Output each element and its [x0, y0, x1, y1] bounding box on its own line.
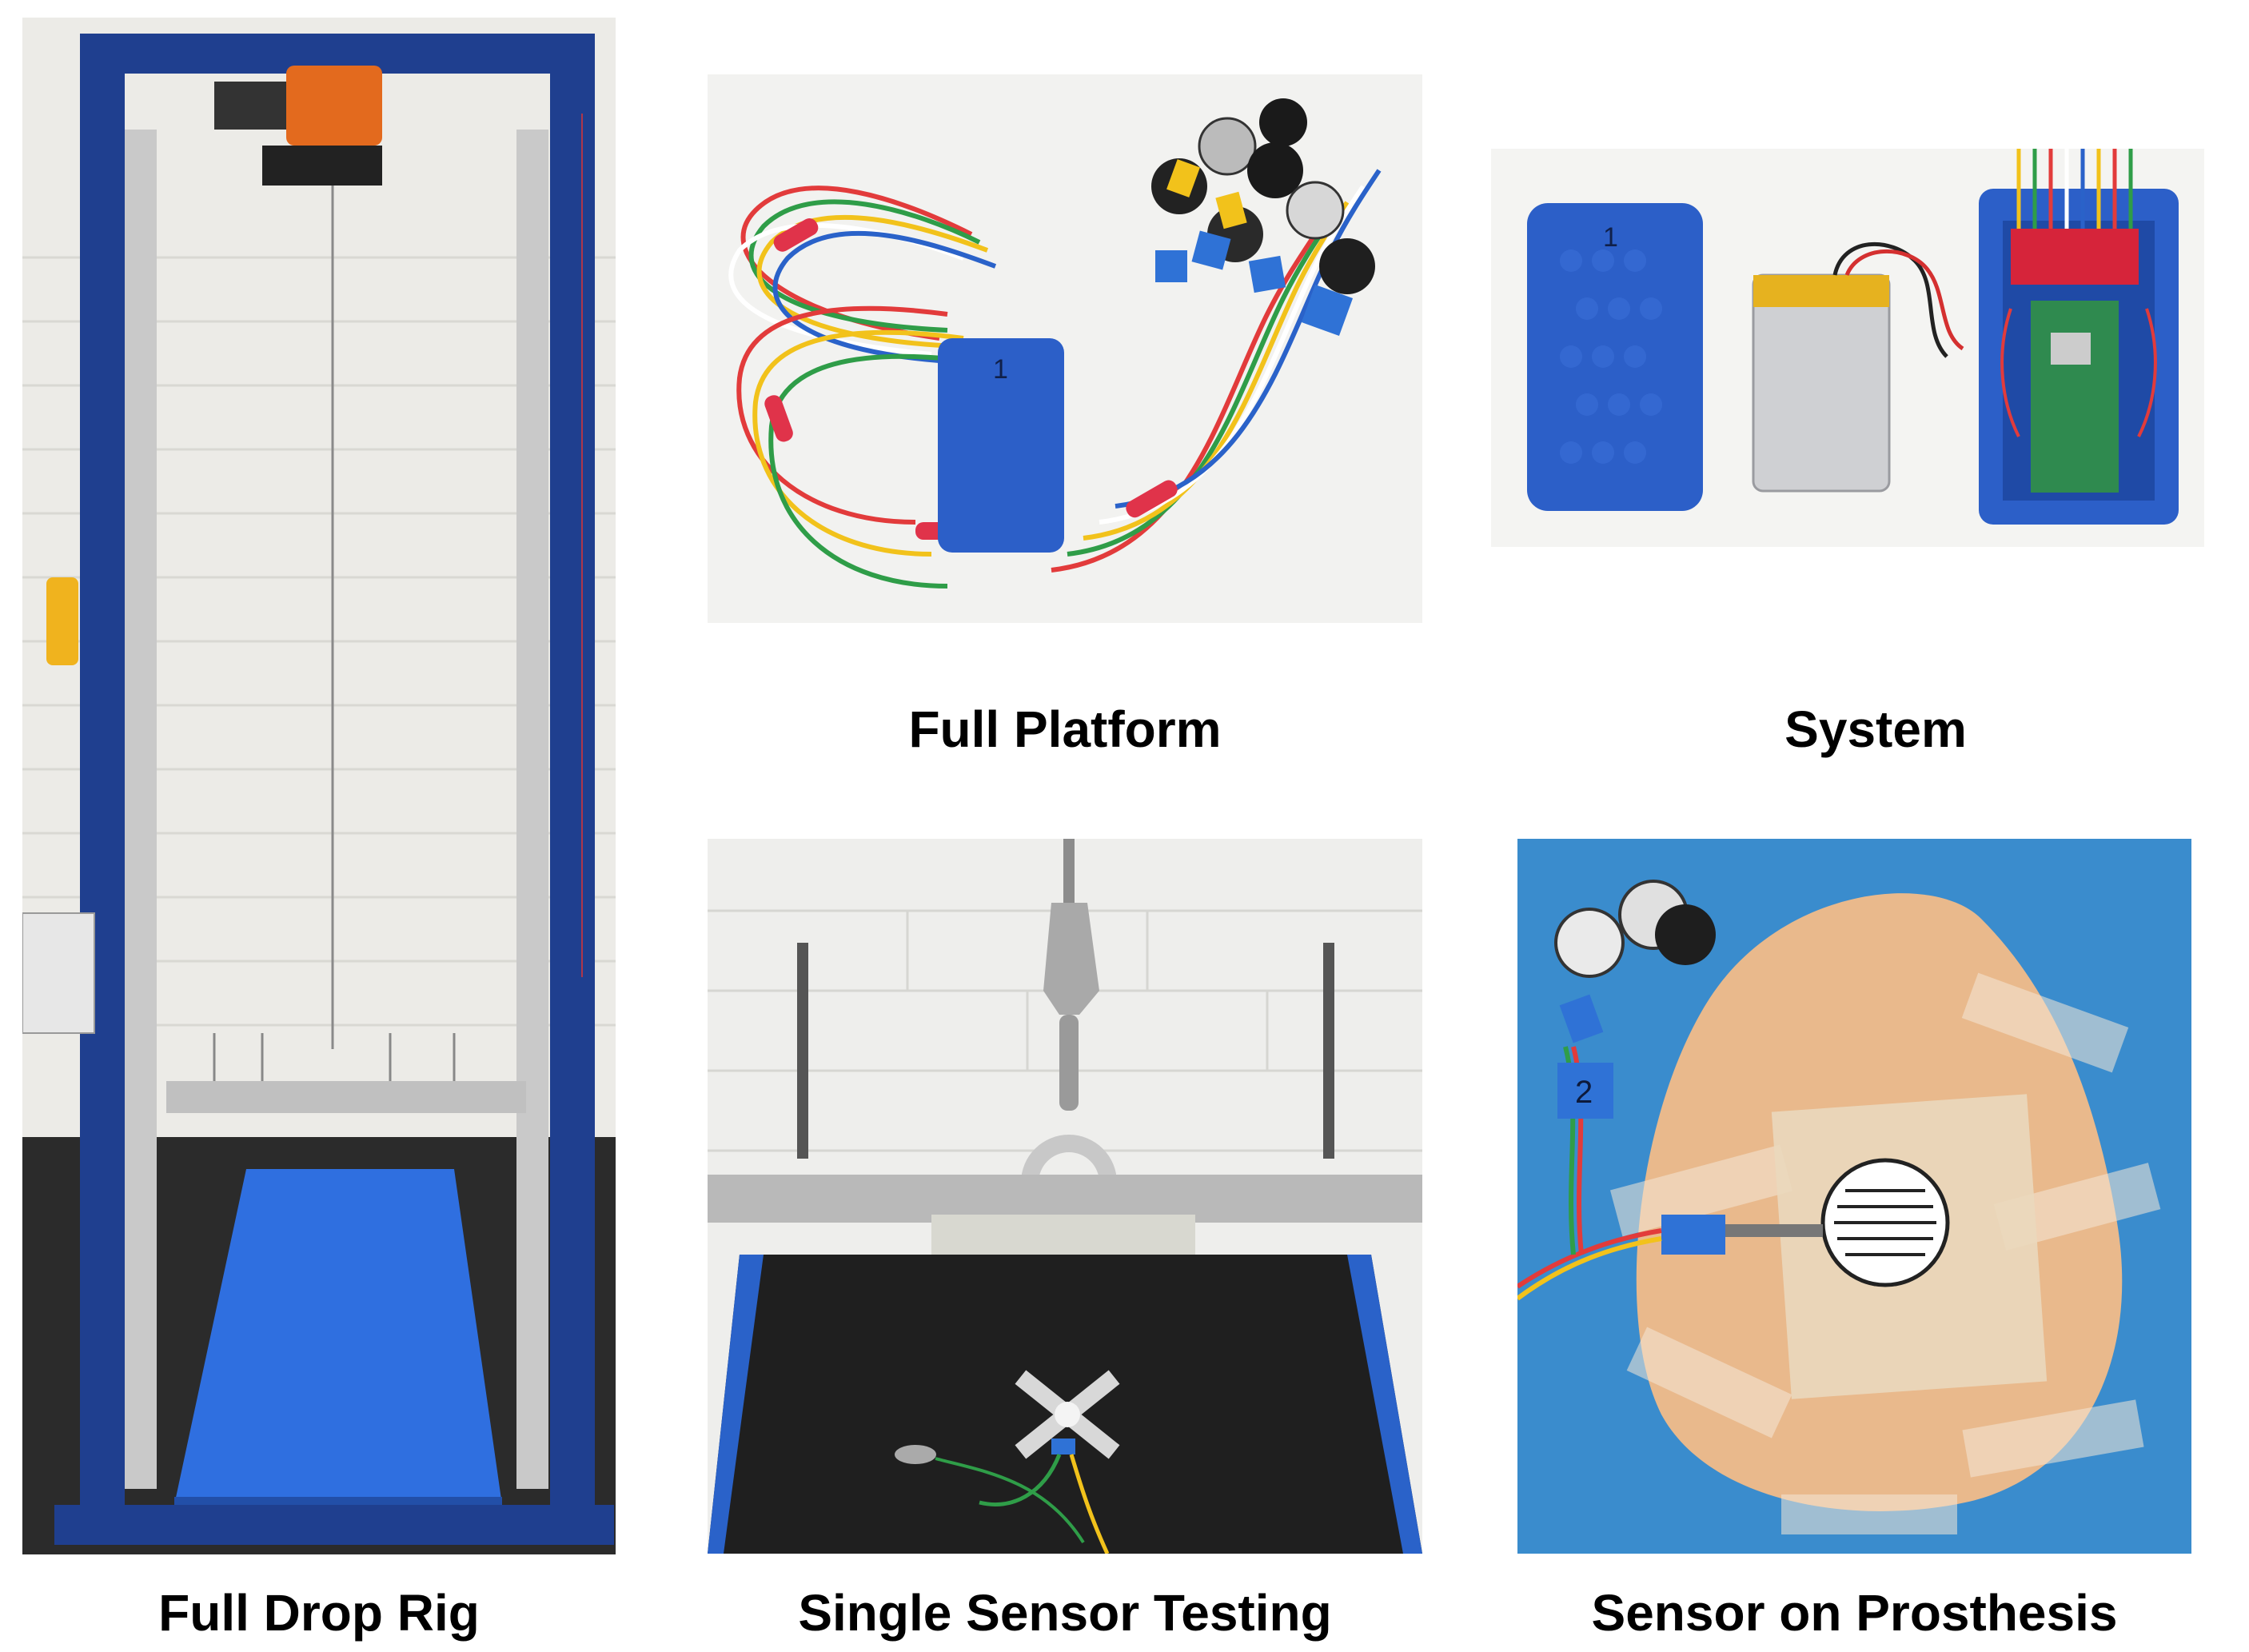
prosthesis-sensor-number: 2: [1575, 1075, 1593, 1110]
full-platform-photo: 1: [708, 74, 1422, 623]
sensor-on-prosthesis-photo: 2: [1517, 839, 2191, 1554]
system-photo: 1: [1491, 149, 2204, 547]
caption-sensor-on-prosthesis: Sensor on Prosthesis: [1591, 1584, 2118, 1642]
drop-rig-photo: [22, 18, 616, 1554]
caption-system: System: [1784, 700, 1967, 758]
caption-full-drop-rig: Full Drop Rig: [158, 1584, 480, 1642]
caption-full-platform: Full Platform: [908, 700, 1222, 758]
system-platform-number: 1: [1603, 222, 1618, 253]
caption-single-sensor-testing: Single Sensor Testing: [798, 1584, 1332, 1642]
single-sensor-testing-photo: [708, 839, 1422, 1554]
platform-number: 1: [993, 354, 1008, 385]
